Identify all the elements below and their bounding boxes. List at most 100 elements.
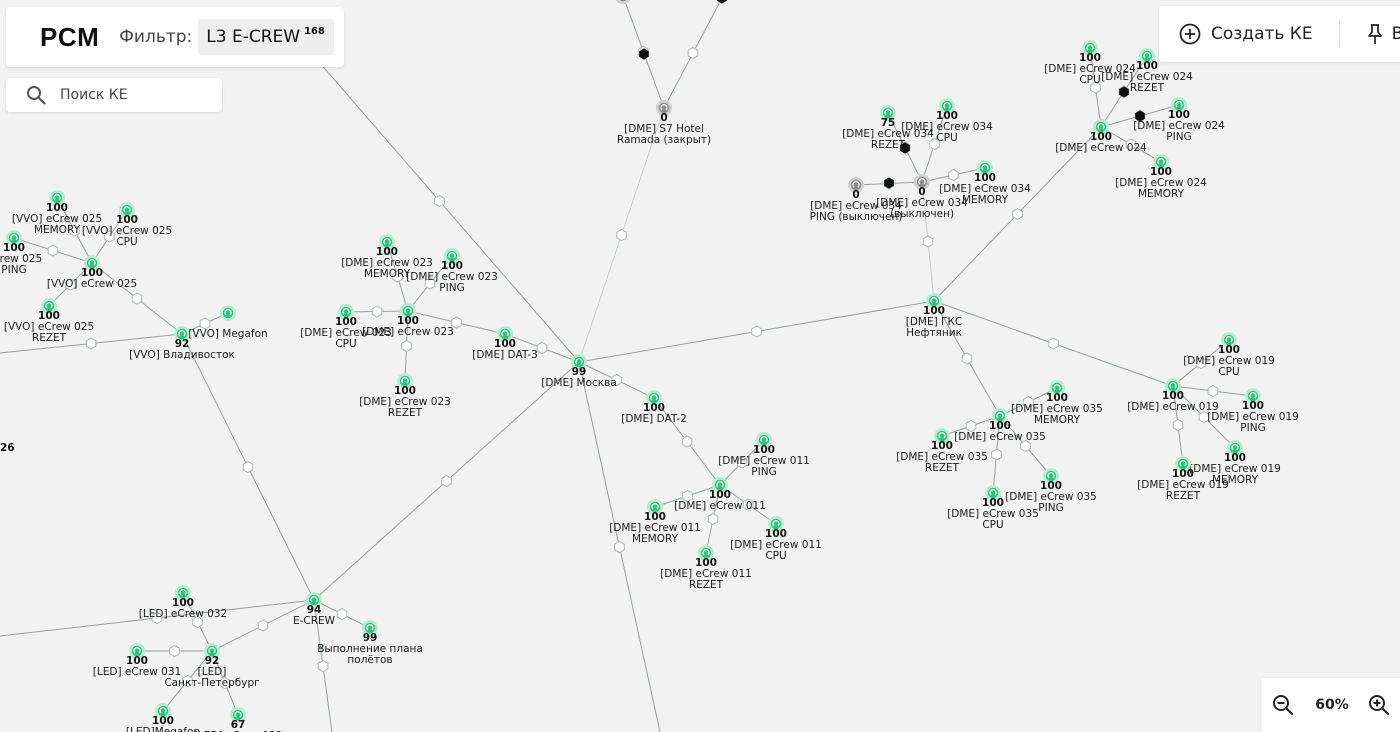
node-value: 100 xyxy=(397,315,419,327)
zoom-in-icon[interactable] xyxy=(1367,693,1391,717)
graph-node-ec035[interactable]: 100[DME] eCrew 035 xyxy=(954,408,1046,443)
graph-node-vladivostok[interactable]: 92[VVO] Владивосток xyxy=(129,326,235,361)
graph-node-led032[interactable]: 100[LED] eCrew 032 xyxy=(139,585,227,620)
node-value: 100 xyxy=(335,316,357,328)
graph-node-ecrew[interactable]: 94E-CREW xyxy=(293,592,336,627)
node-label: [DME] eCrew 011 xyxy=(660,568,752,580)
gauge-icon xyxy=(772,520,780,527)
node-value: 92 xyxy=(175,338,190,350)
edge-connector xyxy=(961,352,973,365)
create-ke-button[interactable]: Создать КЕ xyxy=(1179,23,1313,45)
graph-node-ec011[interactable]: 100[DME] eCrew 011 xyxy=(674,477,766,512)
gauge-icon xyxy=(989,489,997,496)
graph-node-ec019[interactable]: 100[DME] eCrew 019 xyxy=(1127,378,1219,413)
node-value: 100 xyxy=(931,440,953,452)
graph-node-spb[interactable]: 92[LED]Санкт-Петербург xyxy=(164,643,260,689)
gauge-icon xyxy=(1225,336,1233,343)
node-label: [DME] eCrew 024 xyxy=(1055,142,1147,154)
gauge-icon xyxy=(366,624,374,631)
gauge-icon xyxy=(1143,52,1151,59)
edge-connector xyxy=(1048,337,1059,350)
zoom-out-icon[interactable] xyxy=(1271,693,1295,717)
gauge-icon xyxy=(383,238,391,245)
edge-connector xyxy=(965,419,977,433)
gauge-icon xyxy=(981,164,989,171)
node-label: MEMORY xyxy=(1138,188,1185,200)
gauge-icon xyxy=(938,432,946,439)
graph-node-ec023[interactable]: 100[DME] eCrew 023 xyxy=(362,303,454,338)
node-label: [DME] DAT-3 xyxy=(472,349,538,361)
graph-node-dat2[interactable]: 100[DME] DAT-2 xyxy=(621,390,687,425)
node-value: 94 xyxy=(307,604,322,616)
node-label: REZET xyxy=(925,462,960,474)
gauge-icon xyxy=(123,206,131,213)
graph-node-vvo025[interactable]: 100[VVO] eCrew 025 xyxy=(47,255,137,290)
edge-connector xyxy=(742,498,754,511)
node-status-dot xyxy=(619,0,627,2)
node-label: [DME] eCrew 024 xyxy=(1115,177,1207,189)
node-label: [DME] eCrew 024 xyxy=(1101,71,1193,83)
node-label: PING xyxy=(1038,502,1063,514)
gauge-icon xyxy=(342,308,350,315)
graph-node-led031[interactable]: 100[LED] eCrew 031 xyxy=(93,643,181,678)
graph-node-moskva[interactable]: 99[DME] Москва xyxy=(541,354,617,389)
gauge-icon xyxy=(10,234,18,241)
search-input[interactable] xyxy=(58,86,212,104)
node-label: [LED] eCrew 032 xyxy=(139,608,227,620)
search-box[interactable] xyxy=(6,78,222,112)
graph-node-led033[interactable]: 67[LED] eCrew 033 xyxy=(194,707,282,732)
graph-node-ec034[interactable]: 0[DME] eCrew 034(выключен) xyxy=(876,174,968,220)
edge-connector xyxy=(682,489,693,503)
node-label: [LED]Megafon xyxy=(126,726,200,732)
graph-node-ramada036[interactable]: 0[DME-Ramada]eCrew 036(выключен) xyxy=(583,0,662,4)
gauge-icon xyxy=(159,707,167,714)
gauge-icon xyxy=(1157,158,1165,165)
filter-chip[interactable]: L3 E-CREW 168 xyxy=(198,19,334,55)
graph-node-ec024[interactable]: 100[DME] eCrew 024 xyxy=(1055,119,1147,154)
node-label: [DME] eCrew 011 xyxy=(718,455,810,467)
edge-connector xyxy=(611,373,622,387)
graph-nodes[interactable]: 0[DME-Ramada]eCrew 036(выключен) 0[DME] S… xyxy=(0,0,1299,732)
toolbar-panel: Создать КЕ Ве xyxy=(1159,6,1400,62)
pin-button[interactable]: Ве xyxy=(1366,23,1400,45)
edge-connector xyxy=(1090,81,1101,94)
node-label: [DME] eCrew 019 xyxy=(1189,463,1281,475)
gauge-icon xyxy=(660,104,668,111)
graph-node-megafon[interactable]: [VVO] Megafon xyxy=(188,305,268,340)
graph-node-ledmegafon[interactable]: 100[LED]Megafon xyxy=(126,703,200,732)
node-value: 100 xyxy=(494,338,516,350)
graph-node-dat3[interactable]: 100[DME] DAT-3 xyxy=(472,326,538,361)
